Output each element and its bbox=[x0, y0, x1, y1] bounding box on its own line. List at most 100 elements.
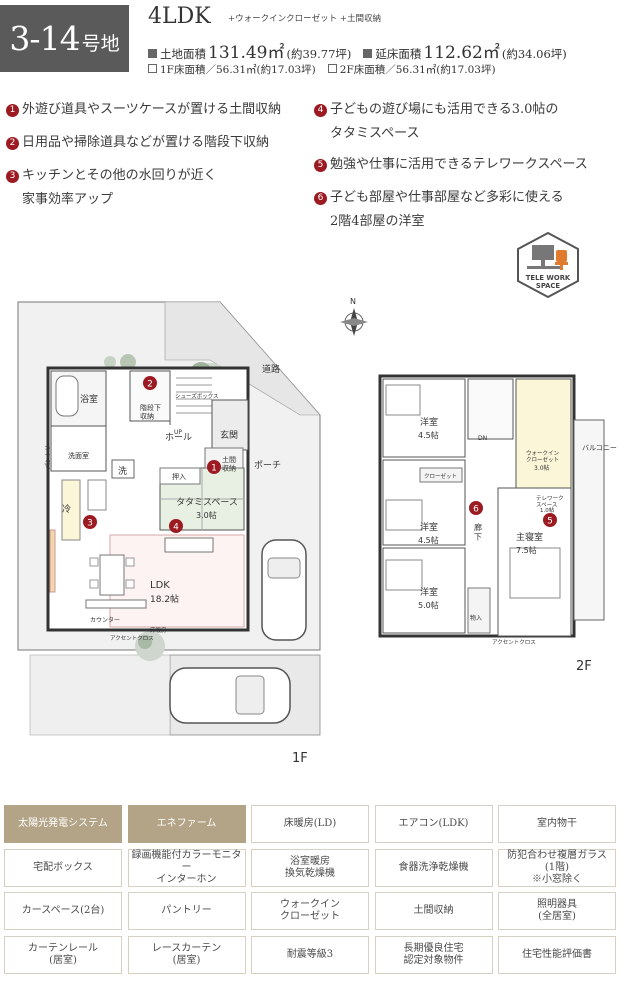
telework-label-2: SPACE bbox=[535, 282, 561, 290]
room-doma: 土間収納 bbox=[222, 455, 236, 472]
lot-suffix: 号地 bbox=[81, 33, 120, 55]
area-row-main: 土地面積 131.49㎡ (約39.77坪) 延床面積 112.62㎡ (約34… bbox=[148, 38, 567, 63]
equipment-grid: 太陽光発電システムエネファーム床暖房(LD)エアコン(LDK)室内物干宅配ボック… bbox=[4, 805, 616, 974]
equipment-item: 長期優良住宅 認定対象物件 bbox=[374, 935, 493, 974]
floor-area-label: 延床面積 bbox=[375, 47, 422, 61]
house-2f bbox=[378, 374, 605, 638]
equipment-item: 太陽光発電システム bbox=[4, 805, 122, 843]
equipment-item: 浴室暖房 換気乾燥機 bbox=[251, 848, 369, 887]
svg-text:4: 4 bbox=[173, 523, 179, 533]
marker-4: 4 bbox=[169, 519, 183, 533]
room-west-2-size: 4.5帖 bbox=[418, 535, 439, 545]
equipment-item: 録画機能付カラーモニター インターホン bbox=[127, 848, 246, 887]
lot-number-badge: 3-14 号地 bbox=[0, 5, 129, 72]
feature-number: 6 bbox=[314, 192, 327, 205]
house-1f bbox=[46, 366, 307, 724]
room-tatami: タタミスペース bbox=[176, 497, 238, 508]
second-floor-area: 2F床面積／56.31㎡(約17.03坪) bbox=[339, 64, 496, 76]
shrub-icon bbox=[120, 354, 136, 370]
telework-space-badge: TELE WORK SPACE bbox=[515, 231, 581, 299]
room-wic-size: 3.0帖 bbox=[534, 464, 550, 472]
equipment-item: 耐震等級3 bbox=[251, 935, 369, 974]
room-porch: ポーチ bbox=[254, 460, 281, 471]
room-closet: クローゼット bbox=[424, 472, 457, 480]
feature-text: キッチンとその他の水回りが近く bbox=[22, 168, 217, 183]
equipment-item: 床暖房(LD) bbox=[251, 805, 369, 843]
plan-type: 4LDK bbox=[148, 4, 211, 29]
room-hall: ホール bbox=[165, 432, 192, 443]
room-telework-size: 1.0帖 bbox=[540, 506, 555, 514]
room-counter: カウンター bbox=[90, 616, 120, 624]
floor-area-value: 112.62㎡ bbox=[423, 43, 500, 63]
svg-text:6: 6 bbox=[473, 505, 479, 515]
room-master: 主寝室 bbox=[516, 531, 543, 543]
room-west-3-size: 5.0帖 bbox=[418, 600, 439, 610]
room-master-size: 7.5帖 bbox=[516, 545, 537, 555]
label-up: UP bbox=[174, 429, 182, 436]
first-floor-area: 1F床面積／56.31㎡(約17.03坪) bbox=[160, 64, 316, 76]
svg-text:5: 5 bbox=[547, 517, 553, 527]
land-area-label: 土地面積 bbox=[160, 47, 206, 61]
room-wic: ウォークインクローゼット bbox=[526, 449, 560, 464]
marker-6: 6 bbox=[469, 501, 483, 515]
equipment-item: ウォークイン クローゼット bbox=[251, 892, 369, 930]
room-balcony: バルコニー bbox=[582, 444, 617, 452]
filled-square-icon bbox=[363, 49, 373, 58]
equipment-item: パントリー bbox=[127, 892, 246, 930]
lot-number: 3-14 bbox=[9, 19, 80, 58]
equipment-item: 室内物干 bbox=[498, 805, 616, 843]
feature-text-cont: タタミスペース bbox=[330, 126, 420, 141]
room-accent-2f: アクセントクロス bbox=[492, 639, 536, 646]
floor-plans: 浴室 階段下収納 ホール 玄関 ポーチ 洗 冷 押入 土間収納 タタミスペース … bbox=[17, 297, 617, 766]
feature-text: 子ども部屋や仕事部屋など多彩に使える bbox=[330, 190, 564, 205]
equipment-item: カースペース(2台) bbox=[4, 892, 122, 930]
equipment-item: 照明器具 (全居室) bbox=[498, 892, 616, 930]
svg-text:1: 1 bbox=[211, 464, 217, 474]
room-west-3: 洋室 bbox=[420, 586, 438, 598]
empty-square-icon bbox=[327, 64, 337, 73]
feature-number: 5 bbox=[314, 159, 327, 172]
equipment-item: エアコン(LDK) bbox=[374, 805, 493, 843]
telework-label-1: TELE WORK bbox=[525, 274, 571, 282]
equipment-item: 宅配ボックス bbox=[4, 848, 122, 887]
feature-number: 3 bbox=[6, 170, 19, 183]
room-entrance: 玄関 bbox=[220, 429, 238, 441]
equipment-item: エネファーム bbox=[127, 805, 246, 843]
equipment-item: カーテンレール (居室) bbox=[4, 935, 122, 974]
room-tatami-size: 3.0帖 bbox=[196, 510, 217, 520]
room-ldk-size: 18.2帖 bbox=[150, 593, 179, 605]
empty-square-icon bbox=[148, 64, 157, 73]
svg-text:2: 2 bbox=[147, 380, 153, 390]
marker-1: 1 bbox=[207, 460, 221, 474]
room-washroom: 洗 bbox=[118, 465, 127, 477]
feature-text: 日用品や掃除道具などが置ける階段下収納 bbox=[22, 135, 270, 150]
feature-number: 1 bbox=[6, 104, 19, 117]
feature-number: 2 bbox=[6, 137, 19, 150]
plan-extras: +ウォークインクローゼット +土間収納 bbox=[228, 14, 381, 24]
floor-label-1f: 1F bbox=[292, 751, 308, 766]
room-ldk: LDK bbox=[150, 580, 170, 591]
room-west-1: 洋室 bbox=[420, 416, 438, 428]
marker-5: 5 bbox=[543, 513, 557, 527]
equipment-item: 防犯合わせ複層ガラス (1階) ※小窓除く bbox=[498, 848, 616, 887]
land-area-tsubo: (約39.77坪) bbox=[286, 47, 352, 61]
room-accent: アクセントクロス bbox=[110, 635, 154, 642]
car-icon bbox=[169, 667, 291, 724]
marker-2: 2 bbox=[143, 376, 157, 390]
room-washroom-main: 洗面室 bbox=[68, 451, 89, 460]
room-storage-in-2f: 物入 bbox=[470, 614, 482, 622]
room-stair-storage: 階段下収納 bbox=[140, 403, 161, 420]
room-pantry: パントリー bbox=[45, 439, 52, 469]
equipment-item: 食器洗浄乾燥機 bbox=[374, 848, 493, 887]
room-west-1-size: 4.5帖 bbox=[418, 430, 439, 440]
floor-area-tsubo: (約34.06坪) bbox=[501, 47, 567, 61]
compass-north: N bbox=[350, 297, 356, 306]
feature-text: 子どもの遊び場にも活用できる3.0帖の bbox=[330, 102, 559, 117]
floor-label-2f: 2F bbox=[576, 659, 592, 674]
label-dn: DN bbox=[478, 435, 487, 442]
marker-3: 3 bbox=[83, 515, 97, 529]
svg-text:3: 3 bbox=[87, 519, 93, 529]
room-corridor: 廊下 bbox=[474, 522, 482, 542]
